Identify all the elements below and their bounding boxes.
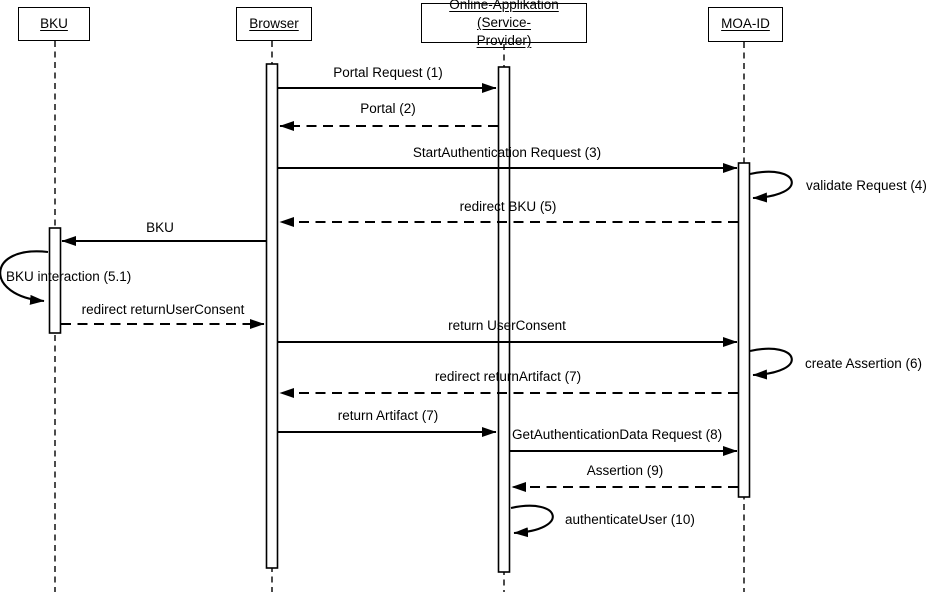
message-label-bku: BKU — [146, 220, 174, 235]
activation-bar-online-app — [497, 66, 511, 573]
message-label-redirect-returnartifact: redirect returnArtifact (7) — [434, 369, 582, 384]
actor-label-online-app-line1: Online-Applikation (Service- — [449, 0, 559, 30]
self-loop-create-assertion — [749, 347, 793, 380]
actor-box-browser: Browser — [236, 7, 312, 41]
self-loop-bku-interaction — [0, 250, 49, 305]
message-label-return-artifact: return Artifact (7) — [337, 408, 439, 423]
actor-label-browser: Browser — [249, 15, 299, 31]
message-label-redirect-returnuserconsent: redirect returnUserConsent — [81, 302, 245, 317]
message-label-portal-request: Portal Request (1) — [333, 65, 443, 80]
actor-box-online-app: Online-Applikation (Service- Provider) — [421, 0, 587, 48]
activation-bar-moa-id — [737, 162, 751, 498]
actor-label-bku: BKU — [40, 15, 68, 31]
message-label-create-assertion: create Assertion (6) — [805, 356, 923, 371]
activation-bar-bku — [48, 227, 62, 334]
actor-label-moa-id: MOA-ID — [721, 16, 770, 32]
message-label-portal-return: Portal (2) — [360, 101, 416, 116]
actor-label-online-app: Online-Applikation (Service- Provider) — [422, 0, 586, 50]
message-label-bku-interaction: BKU interaction (5.1) — [6, 269, 132, 284]
message-label-getauthenticationdata-request: GetAuthenticationData Request (8) — [512, 427, 723, 442]
actor-label-online-app-line2: Provider) — [476, 33, 532, 49]
actor-box-moa-id: MOA-ID — [708, 7, 783, 42]
activation-bar-browser — [265, 63, 279, 569]
actor-box-bku: BKU — [18, 7, 90, 41]
self-loop-authenticateuser — [510, 504, 554, 538]
message-label-redirect-bku: redirect BKU (5) — [459, 199, 557, 214]
message-label-validate-request: validate Request (4) — [806, 178, 927, 193]
message-label-assertion: Assertion (9) — [586, 463, 664, 478]
self-loop-validate-request — [749, 170, 793, 203]
message-label-startauthentication-request: StartAuthentication Request (3) — [412, 145, 602, 160]
message-label-return-userconsent: return UserConsent — [448, 318, 566, 333]
message-label-authenticateuser: authenticateUser (10) — [565, 512, 695, 527]
